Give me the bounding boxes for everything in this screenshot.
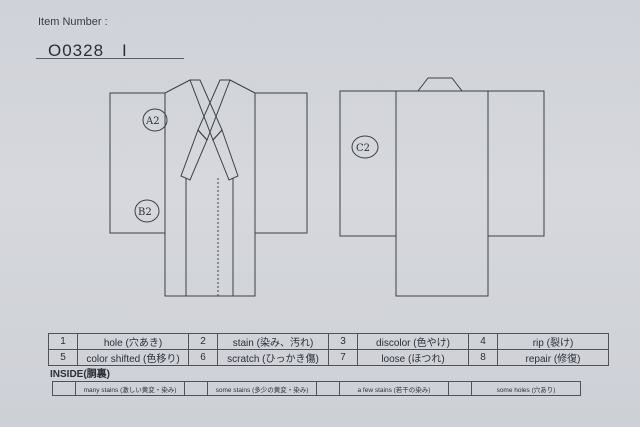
kimono-back	[339, 77, 545, 297]
legend-row: 5 color shifted (色移り) 6 scratch (ひっかき傷) …	[48, 349, 609, 366]
front-collar-right	[197, 79, 231, 141]
mark-a2-circle	[142, 108, 168, 132]
kimono-front	[109, 79, 308, 297]
inside-option: a few stains (若干の染み)	[339, 381, 449, 396]
damage-legend-table: 1 hole (穴あき) 2 stain (染み、汚れ) 3 discolor …	[48, 333, 609, 366]
legend-label: stain (染み、汚れ)	[217, 333, 329, 350]
back-right-sleeve	[487, 90, 545, 237]
legend-num: 2	[188, 333, 218, 350]
legend-num: 3	[328, 333, 358, 350]
front-collar-left	[189, 79, 223, 141]
mark-c2: C2	[356, 143, 370, 154]
inside-option: some stains (多少の黄変・染み)	[207, 381, 317, 396]
inside-checkbox	[316, 381, 340, 396]
inside-checkbox	[184, 381, 208, 396]
legend-num: 8	[468, 349, 498, 366]
inside-condition-table: many stains (激しい黄変・染み) some stains (多少の黄…	[52, 381, 581, 396]
front-body	[164, 93, 256, 297]
item-number-value: O0328 I	[48, 41, 128, 60]
legend-num: 6	[188, 349, 218, 366]
item-number-underline	[36, 58, 184, 59]
inside-option: some holes (穴あり)	[471, 381, 581, 396]
legend-label: scratch (ひっかき傷)	[217, 349, 329, 366]
legend-num: 5	[48, 349, 78, 366]
legend-label: color shifted (色移り)	[77, 349, 189, 366]
mark-a2: A2	[145, 116, 160, 127]
mark-b2: B2	[138, 207, 152, 218]
legend-label: rip (裂け)	[497, 333, 609, 350]
legend-label: loose (ほつれ)	[357, 349, 469, 366]
inside-checkbox	[448, 381, 472, 396]
legend-label: discolor (色やけ)	[357, 333, 469, 350]
mark-c2-circle	[351, 135, 379, 159]
inside-heading: INSIDE(胴裏)	[50, 369, 110, 380]
back-left-sleeve	[339, 90, 397, 237]
inside-option: many stains (激しい黄変・染み)	[75, 381, 185, 396]
mark-b2-circle	[134, 199, 160, 223]
legend-row: 1 hole (穴あき) 2 stain (染み、汚れ) 3 discolor …	[48, 333, 609, 350]
back-collar	[416, 77, 464, 92]
legend-num: 1	[48, 333, 78, 350]
inside-checkbox	[52, 381, 76, 396]
legend-num: 7	[328, 349, 358, 366]
back-body	[395, 90, 489, 297]
front-right-sleeve	[254, 92, 308, 234]
item-number-label: Item Number :	[38, 16, 108, 28]
legend-num: 4	[468, 333, 498, 350]
legend-label: repair (修復)	[497, 349, 609, 366]
legend-label: hole (穴あき)	[77, 333, 189, 350]
inside-row: many stains (激しい黄変・染み) some stains (多少の黄…	[52, 381, 581, 396]
